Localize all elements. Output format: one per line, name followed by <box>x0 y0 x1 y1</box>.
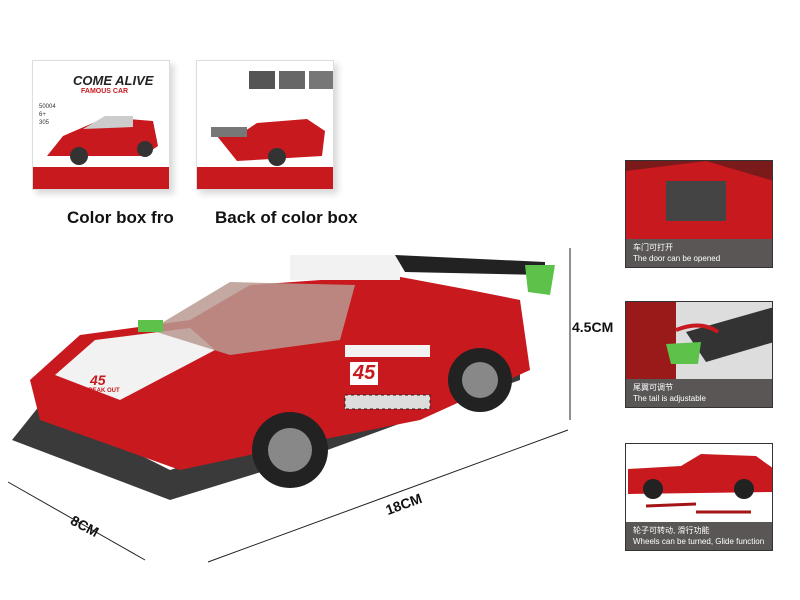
car-body <box>30 275 530 470</box>
feature-zh: 尾翼可调节 <box>633 383 673 392</box>
height-label: 4.5CM <box>572 319 614 335</box>
car-spoiler <box>395 255 545 275</box>
front-box-caption: Color box fro <box>67 208 174 227</box>
hood-number: 45 <box>90 372 106 388</box>
dimension-lines <box>7 248 571 563</box>
car-roof <box>290 255 400 280</box>
car-windshield <box>150 282 355 355</box>
feature-zh: 轮子可转动, 滑行功能 <box>633 526 710 535</box>
door-stripe <box>345 345 430 357</box>
box-subtitle: FAMOUS CAR <box>81 88 129 95</box>
feature-en: The tail is adjustable <box>633 394 706 403</box>
car-hood-white <box>55 328 215 400</box>
feature-zh: 车门可打开 <box>633 243 673 252</box>
feature-panel-wheels: 轮子可转动, 滑行功能 Wheels can be turned, Glide f… <box>625 443 773 551</box>
feature-panel-tail: 尾翼可调节 The tail is adjustable <box>625 301 773 408</box>
car-base <box>12 345 520 500</box>
hood-decal: BREAK OUT <box>84 388 120 394</box>
car-green-mirror <box>138 320 163 332</box>
door-checker <box>344 394 431 410</box>
back-color-box <box>196 60 334 190</box>
feature-panel-door: 车门可打开 The door can be opened <box>625 160 773 268</box>
spoiler-green-tip <box>525 265 555 295</box>
box-car-image <box>47 116 158 165</box>
back-box-caption: Back of color box <box>215 208 358 227</box>
box-back-image <box>211 71 333 166</box>
box-title: COME ALIVE <box>73 73 154 88</box>
car-number: 45 <box>350 362 379 385</box>
feature-en: The door can be opened <box>633 254 721 263</box>
feature-en: Wheels can be turned, Glide function <box>633 537 765 546</box>
